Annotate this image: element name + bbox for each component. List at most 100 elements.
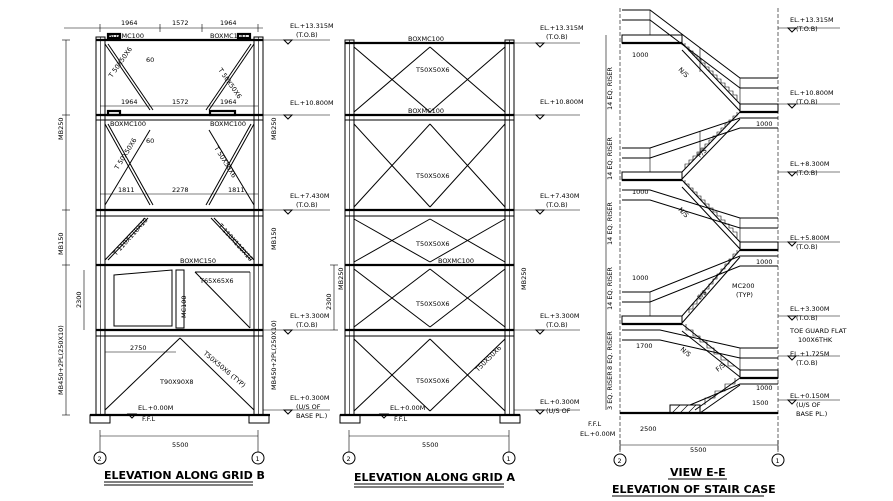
brace-label-low-left: T 110X110X10: [111, 216, 150, 258]
col-label-a-right: MB250: [520, 268, 528, 290]
beam-label-top-right: BOXMC100: [210, 32, 246, 40]
grid-bubble-2-a: 2: [347, 455, 351, 463]
brace-label-top-right: T 50X50X6: [216, 66, 244, 101]
overall-width-s: 5500: [690, 446, 707, 454]
el-13315-tob-s: (T.O.B): [796, 25, 818, 33]
elevation-markers-a: EL.+13.315M (T.O.B) EL.+10.800M EL.+7.43…: [378, 24, 584, 423]
elevation-markers-b: EL.+13.315M (T.O.B) EL.+10.800M EL.+7.43…: [126, 22, 334, 423]
el-13315-b: EL.+13.315M: [290, 22, 334, 30]
ffl-s: F.F.L: [588, 420, 602, 428]
toe-guard-label-2: 100X6THK: [798, 336, 833, 344]
ns-label-2: N/S: [677, 206, 691, 220]
col-label-left-bot: MB450+2PL(250X10): [57, 325, 65, 395]
dim-1000-e: 1000: [632, 274, 649, 282]
brace-label-typ: T50X50X6 (TYP): [201, 349, 247, 390]
fs-label-2: F/S: [696, 289, 709, 302]
elevation-grid-a: BOXMC100 BOXMC100 BOXMC100 T50X50X6 T50X…: [325, 24, 584, 488]
el-7430-b: EL.+7.430M: [290, 192, 329, 200]
grid-bubble-2-b: 2: [98, 455, 102, 463]
dim-1000-d: 1000: [756, 258, 773, 266]
ffl-b: F.F.L: [142, 415, 156, 423]
dim-mid-1964-b: 1964: [220, 98, 237, 106]
el-3300-tob-a: (T.O.B): [546, 321, 568, 329]
dim-2278: 2278: [172, 186, 189, 194]
el-1725-s: EL.+1.725M: [790, 350, 829, 358]
mc200-label: MC200: [732, 282, 755, 290]
mc200-typ-label: (TYP): [736, 291, 753, 299]
gusset-plates-b: [106, 32, 252, 117]
dim-1000-b: 1000: [756, 120, 773, 128]
brace-label-a-4: T50X50X6: [415, 300, 450, 308]
dim-60-mid: 60: [146, 137, 154, 145]
dim-1000-c: 1000: [632, 188, 649, 196]
grid-bubble-2-s: 2: [618, 457, 622, 465]
el-10800-b: EL.+10.800M: [290, 99, 334, 107]
el-7430-tob-a: (T.O.B): [546, 201, 568, 209]
el-5800-s: EL.+5.800M: [790, 234, 829, 242]
col-label-left-mid: MB150: [57, 233, 65, 255]
dim-1572-a: 1572: [172, 19, 189, 27]
beam-label-top-left: BOXMC100: [108, 32, 144, 40]
riser-label-1: 14 EQ. RISER: [606, 67, 614, 110]
el-3300-b: EL.+3.300M: [290, 312, 329, 320]
brace-label-bottom: T90X90X8: [159, 378, 194, 386]
ns-label-1: N/S: [677, 66, 691, 80]
el-150-s: EL.+0.150M: [790, 392, 829, 400]
fs-label-1: F/S: [696, 147, 709, 160]
elevation-grid-b: 1964 1572 1964 1964 1572 1964 1811 2278 …: [57, 19, 334, 486]
dim-2750: 2750: [130, 344, 147, 352]
door-frame-b: [113, 269, 185, 329]
title-elevation-b: ELEVATION ALONG GRID B: [104, 469, 265, 482]
riser-label-5: 8 EQ. RISER: [606, 331, 614, 370]
ffl-el-a: EL.+0.00M: [390, 404, 425, 412]
dim-1964-a: 1964: [121, 19, 138, 27]
dim-1700: 1700: [636, 342, 653, 350]
bracing-a: [353, 46, 506, 412]
el-3300-s: EL.+3.300M: [790, 305, 829, 313]
beams-b: [89, 38, 270, 424]
el-3300-tob-s: (T.O.B): [796, 314, 818, 322]
el-13315-a: EL.+13.315M: [540, 24, 584, 32]
top-dimensions-b: 1964 1572 1964 1964 1572 1964 1811 2278 …: [64, 19, 263, 195]
grid-bubble-1-s: 1: [776, 457, 780, 465]
el-1725-tob-s: (T.O.B): [796, 359, 818, 367]
el-10800-a: EL.+10.800M: [540, 98, 584, 106]
brace-label-a-5: T50X50X6: [415, 377, 450, 385]
stair-elevation: 14 EQ. RISER 14 EQ. RISER 14 EQ. RISER 1…: [580, 8, 847, 497]
beam-label-box150: BOXMC150: [180, 257, 216, 265]
beam-label-mid-right: BOXMC100: [210, 120, 246, 128]
dim-60-top: 60: [146, 56, 154, 64]
ns-label-3: N/S: [679, 345, 693, 358]
el-300-basepl-b: BASE PL.): [296, 412, 327, 420]
col-label-a-left: MB250: [337, 268, 345, 290]
dim-2300-b: 2300: [75, 291, 83, 308]
el-8300-tob-s: (T.O.B): [796, 169, 818, 177]
el-13315-tob-a: (T.O.B): [546, 33, 568, 41]
overall-width-b: 5500: [172, 441, 189, 449]
elevation-markers-stair: EL.+13.315M (T.O.B) EL.+10.800M (T.O.B) …: [580, 16, 840, 438]
col-label-right-top: MB250: [270, 118, 278, 140]
brace-label-mid-left: T 50X50X6: [112, 137, 138, 172]
title-view-ee: VIEW E-E: [670, 466, 726, 479]
beam-label-a-2: BOXMC100: [408, 107, 444, 115]
col-label-right-bot: MB450+2PL(250X10): [270, 320, 278, 390]
dim-1811-b: 1811: [228, 186, 245, 194]
el-150-us-s: (U/S OF: [796, 401, 821, 409]
dim-1964-b: 1964: [220, 19, 237, 27]
el-300-us-b: (U/S OF: [296, 403, 321, 411]
el-300-b: EL.+0.300M: [290, 394, 329, 402]
title-elevation-a: ELEVATION ALONG GRID A: [354, 471, 516, 484]
el-13315-s: EL.+13.315M: [790, 16, 834, 24]
el-8300-s: EL.+8.300M: [790, 160, 829, 168]
el-13315-tob-b: (T.O.B): [296, 31, 318, 39]
brace-label-low-right: T 110X110X10: [216, 221, 255, 263]
col-label-right-mid: MB150: [270, 228, 278, 250]
brace-label-side: T65X65X6: [199, 277, 234, 285]
brace-label-a-3: T50X50X6: [415, 240, 450, 248]
bracing-b: [104, 43, 255, 411]
brace-label-mid-right: T 50X50X6: [212, 144, 238, 179]
el-10800-s: EL.+10.800M: [790, 89, 834, 97]
brace-label-top-left: T 50X50X6: [107, 45, 135, 80]
dim-2500: 2500: [640, 425, 657, 433]
riser-label-3: 14 EQ. RISER: [606, 137, 614, 180]
